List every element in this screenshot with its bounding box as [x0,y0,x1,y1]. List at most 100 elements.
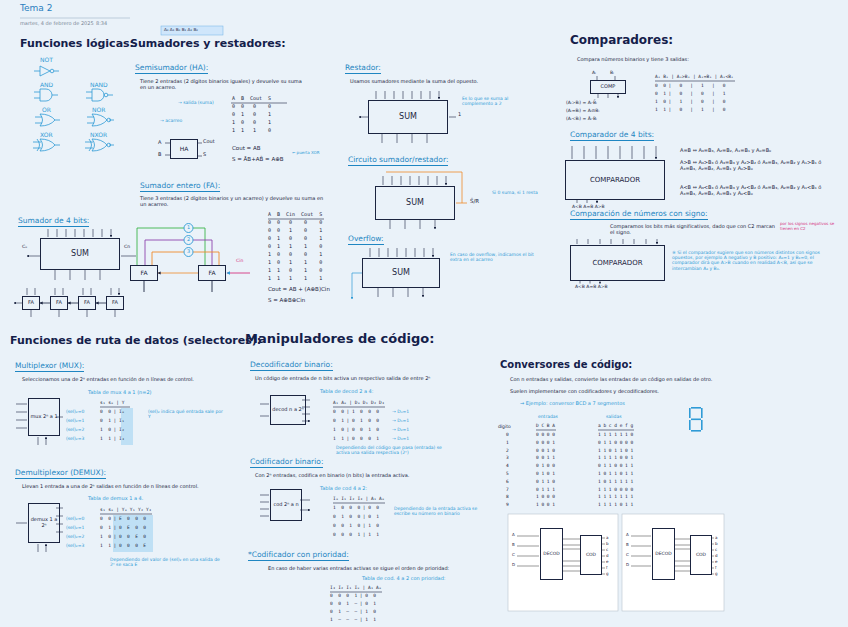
table-row: 0 1 | 0 E 0 0 [100,525,146,530]
note-text: dígito [498,424,511,429]
note-text: En caso de overflow, indicamos el bit ex… [450,252,535,262]
note-text: Tabla de cod. 4 a 2 con prioridad: [362,576,446,582]
table-row: 0 1 1 0 0 1 1 [598,463,633,468]
table-row: 0 0 0 0 [232,104,271,110]
block-box: HA [170,139,198,159]
table-row: s₁ s₀ | Y [100,400,124,405]
note-text: A>B ⇔ A₃>B₃ ó A₃=B₃ y A₂>B₂ ó A₃=B₃, A₂=… [680,160,838,172]
table-row: 1 0 0 0 | 0 0 [333,505,379,510]
table-row: 0 1 0 0 | 0 1 [333,514,379,519]
table-row: 4 [506,463,509,468]
table-row: 1 – – – | 1 1 [330,617,376,622]
block-box: COMPARADOR [570,245,665,281]
note-text: A<B A=B A>B [572,204,605,209]
note-text: entradas [538,414,558,419]
block-box: FA [78,296,96,310]
block-box: demux 1 a 2ⁿ [28,503,60,543]
note-text: Suelen implementarse con codificadores y… [510,389,659,395]
note-text: (sel)₂=0 [66,516,84,521]
table-row: 1 1 0 1 0 [268,268,322,274]
seven-segment-symbol [689,407,703,432]
table-row: 0 1 0 1 [536,471,555,476]
section-heading: Sumador entero (FA): [140,182,220,192]
note-text: OR [42,107,51,114]
table-row: 0 0 1 0 [536,448,555,453]
table-row: a b c d e f g [598,423,633,428]
box-label: DECOD [655,551,671,556]
note-text: (Aᵢ>Bᵢ) = Aᵢ·B̄ᵢ [566,100,597,105]
note-text: Bᵢ [610,70,614,75]
carry-connector [68,303,78,304]
overflow-wire [352,273,362,299]
section-heading: Decodificador binario: [250,361,333,371]
section-heading: Restador: [345,64,381,74]
table-row: A B Cout S [232,96,271,102]
table-row: 0 0 0 1 | 1 1 [333,532,379,537]
table-row: 0 1 | 0 | 0 | 1 [655,91,725,96]
carry-connector [158,273,198,274]
section-heading: Codificador binario: [250,458,323,468]
table-row: 1 1 1 0 0 0 0 [598,487,633,492]
section-heading: Comparación de números con signo: [570,210,708,220]
note-text: B [626,543,629,548]
note-text: b [606,542,609,547]
table-row: 1 1 1 1 1 [268,276,322,282]
table-row: I₀ I₁ I₂ I₃ | A₁ A₀ [333,496,384,501]
note-text: d [606,554,609,559]
table-row: 1 0 | 0 0 1 0 [333,427,379,432]
note-text: (sel)₂=2 [66,534,84,539]
table-row: 0 1 – – | 1 0 [330,609,376,614]
section-heading: Comparador de 4 bits: [570,131,654,141]
page-title: Tema 2 [20,3,52,13]
note-text: Usamos sumadores mediante la suma del op… [350,79,478,85]
table-row: 0 0 1 0 1 [268,228,322,234]
note-text: f [606,566,607,571]
table-row: 6 [506,479,509,484]
note-text: ※ Si el comparador sugiere que son númer… [672,250,842,271]
table-row: I₃ I₂ I₁ I₀ | A₁ A₀ [330,585,381,590]
note-text: 2 [187,237,190,243]
section-heading: Comparadores: [570,34,673,48]
note-text: (Aᵢ<Bᵢ) = Āᵢ·Bᵢ [566,116,597,121]
section-heading: Semisumador (HA): [135,64,208,74]
block-box: COMPARADOR [565,160,665,200]
circuit-image [508,514,618,611]
section-heading: Funciones de ruta de datos (selectores): [10,335,261,348]
table-row: D C B A [536,423,555,428]
box-label: FA [140,270,147,277]
table-row: 0 1 0 0 [536,463,555,468]
note-text: → D₃=1 [392,436,409,441]
note-text: → D₀=1 [392,409,409,414]
section-heading: Sumador de 4 bits: [18,217,89,227]
note-text: → Ejemplo: conversor BCD a 7 segmentos [520,401,625,407]
box-label: COMPARADOR [590,176,640,184]
table-row: 0 0 1 0 | 1 0 [333,523,379,528]
note-text: D [626,563,629,568]
note-text: C [512,553,515,558]
section-heading: Demultiplexor (DEMUX): [15,469,106,479]
note-text: g [715,572,718,577]
table-row: 0 1 0 1 [232,112,271,118]
note-text: (sel)₂ indica qué entrada sale por Y [148,409,223,419]
table-row: 0 0 0 1 | 0 0 [330,593,376,598]
table-row: 0 0 0 0 [536,432,555,437]
table-row: 0 0 | I₀ [100,409,124,414]
table-row: A B Cin Cout S [268,212,322,218]
box-label: mux 2ⁿ a 1 [30,414,57,420]
box-label: SUM [399,112,417,121]
note-text: C₀ [22,244,27,249]
table-row: 1 0 0 1 [232,120,271,126]
section-heading: Sumadores y restadores: [130,38,286,51]
note-text: Dependiendo del código que pasa (entrada… [336,445,446,455]
note-text: XOR [40,132,53,139]
table-row: 0 1 0 0 1 [268,236,322,242]
box-label: cod 2ⁿ a n [273,502,298,508]
note-text: (sel)₂=3 [66,543,84,548]
table-row: 1 1 1 1 0 0 1 [598,455,633,460]
table-row: 1 1 | 0 | 1 | 0 [655,107,725,112]
note-text: (sel)₂=1 [66,525,84,530]
box-label: COMPARADOR [592,259,642,267]
note-text: A [158,140,161,146]
note-text: Tabla de cod 4 a 2: [320,486,367,492]
box-label: COD [696,552,706,557]
